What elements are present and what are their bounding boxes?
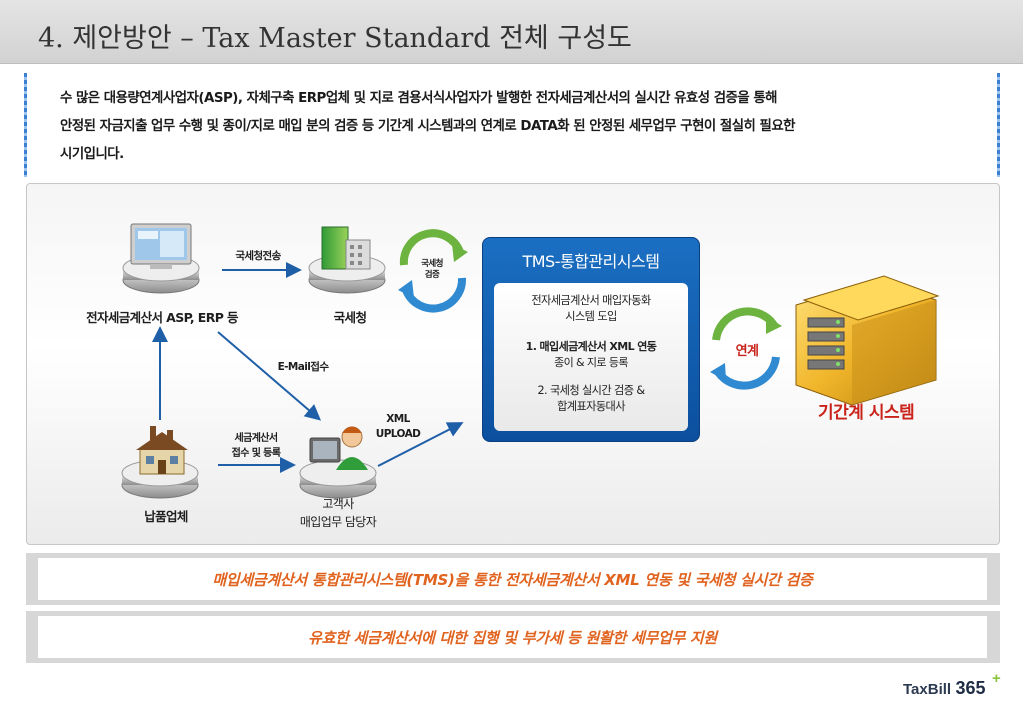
logo-name: TaxBill <box>903 681 952 698</box>
tms-box: TMS-통합관리시스템 전자세금계산서 매입자동화 시스템 도입 1. 매입세금… <box>482 237 700 442</box>
taxbill-logo: TaxBill 365 + <box>903 670 1001 699</box>
intro-line-1: 수 많은 대용량연계사업자(ASP), 자체구축 ERP업체 및 지로 겸용서식… <box>60 91 778 106</box>
banner-2-text: 유효한 세금계산서에 대한 집행 및 부가세 등 원활한 세무업무 지원 <box>308 628 717 647</box>
xml-upload-label: XML UPLOAD <box>375 413 421 440</box>
nts-building-icon <box>308 226 386 294</box>
core-system-server-icon <box>795 275 940 406</box>
link-cycle-icon <box>710 307 782 390</box>
page-header: 4. 제안방안 – Tax Master Standard 전체 구성도 <box>0 0 1023 64</box>
supplier-house-icon <box>121 426 199 499</box>
email-label: E-Mail접수 <box>277 361 329 373</box>
intro-text: 수 많은 대용량연계사업자(ASP), 자체구축 ERP업체 및 지로 겸용서식… <box>60 85 982 169</box>
arrow-email <box>217 331 322 421</box>
logo-number: 365 <box>955 678 986 698</box>
tms-title: TMS-통합관리시스템 <box>522 252 660 271</box>
link-label: 연계 <box>735 344 759 359</box>
banner-2: 유효한 세금계산서에 대한 집행 및 부가세 등 원활한 세무업무 지원 <box>26 611 1000 663</box>
arrow-xml-upload <box>377 422 464 467</box>
tms-item-3: 2. 국세청 실시간 검증 & 합계표자동대사 <box>537 384 646 413</box>
invoice-register-label: 세금계산서 접수 및 등록 <box>231 433 281 459</box>
asp-label: 전자세금계산서 ASP, ERP 등 <box>86 310 238 325</box>
logo-plus-icon: + <box>992 670 1001 687</box>
customer-person-icon <box>299 426 377 499</box>
verify-cycle-icon <box>398 229 468 313</box>
intro-line-3: 시기입니다. <box>60 147 124 162</box>
nts-label: 국세청 <box>333 310 367 325</box>
asp-computer-icon <box>122 223 200 294</box>
core-system-label: 기간계 시스템 <box>818 403 915 423</box>
customer-label: 고객사 매입업무 담당자 <box>299 497 377 529</box>
supplier-label: 납품업체 <box>144 509 188 524</box>
verify-label: 국세청 검증 <box>421 259 443 280</box>
intro-line-2: 안정된 자금지출 업무 수행 및 종이/지로 매입 분의 검증 등 기간계 시스… <box>60 119 795 134</box>
nts-transfer-label: 국세청전송 <box>235 250 281 262</box>
tms-content: 전자세금계산서 매입자동화 시스템 도입 1. 매입세금계산서 XML 연동 종… <box>494 283 688 431</box>
banner-1-text: 매입세금계산서 통합관리시스템(TMS)을 통한 전자세금계산서 XML 연동 … <box>212 570 813 589</box>
page-title: 4. 제안방안 – Tax Master Standard 전체 구성도 <box>38 23 632 54</box>
intro-box: 수 많은 대용량연계사업자(ASP), 자체구축 ERP업체 및 지로 겸용서식… <box>24 73 1000 177</box>
tms-item-2: 1. 매입세금계산서 XML 연동 종이 & 지로 등록 <box>525 340 657 369</box>
banner-1: 매입세금계산서 통합관리시스템(TMS)을 통한 전자세금계산서 XML 연동 … <box>26 553 1000 605</box>
tms-item-1: 전자세금계산서 매입자동화 시스템 도입 <box>531 294 651 323</box>
